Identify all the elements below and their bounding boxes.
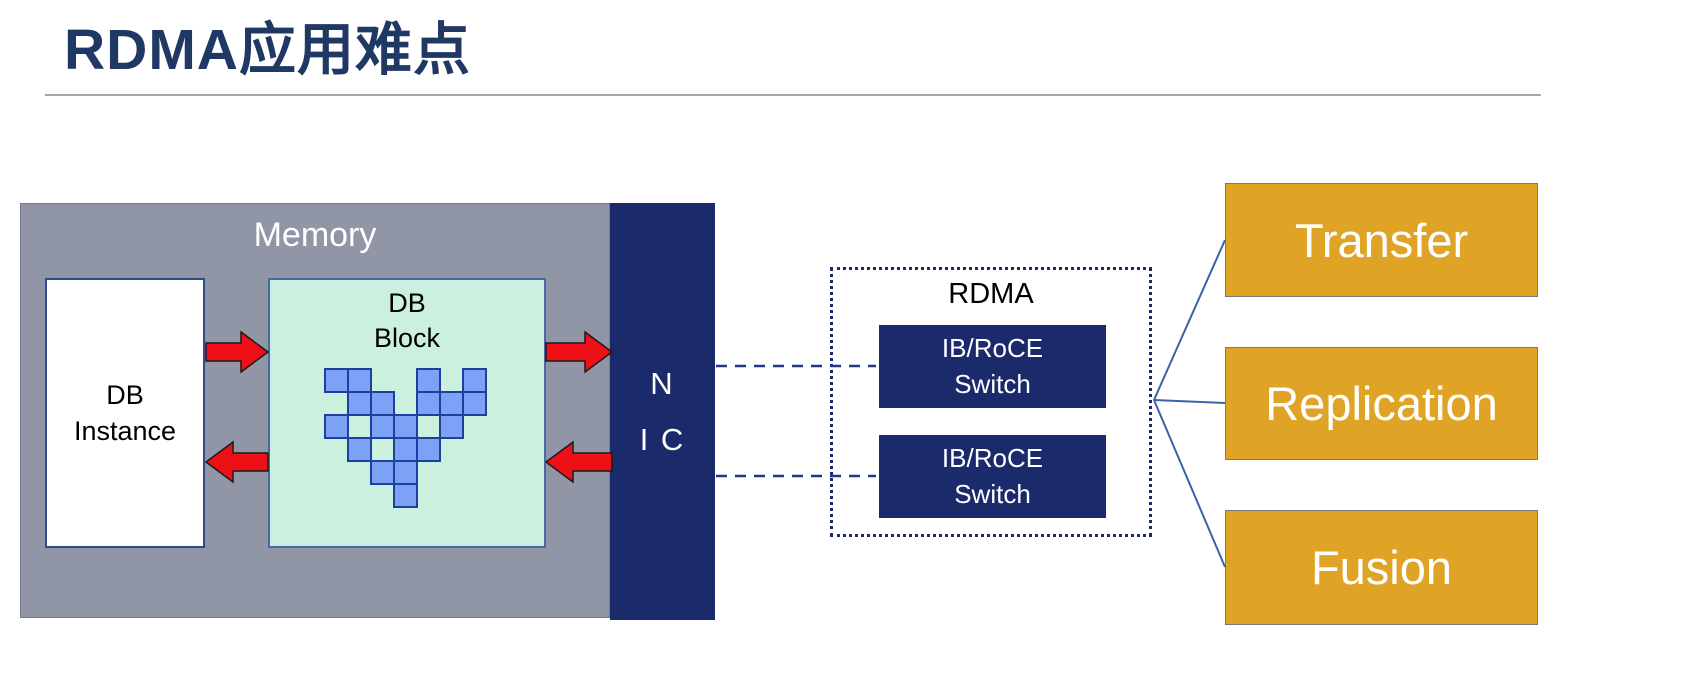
- db-block-square: [347, 437, 372, 462]
- db-block-square: [416, 437, 441, 462]
- db-block-square: [393, 460, 418, 485]
- output-replication: Replication: [1225, 347, 1538, 460]
- output-fusion: Fusion: [1225, 510, 1538, 625]
- output-transfer: Transfer: [1225, 183, 1538, 297]
- db-block-square: [324, 368, 349, 393]
- nic-label-line2: I C: [639, 421, 686, 457]
- db-block-square: [393, 483, 418, 508]
- memory-label: Memory: [253, 216, 377, 254]
- rdma-label: RDMA: [948, 278, 1034, 310]
- db-block-square: [324, 414, 349, 439]
- db-block-square: [370, 391, 395, 416]
- ib-roce-switch-2: IB/RoCE Switch: [879, 435, 1106, 518]
- db-block-square: [370, 460, 395, 485]
- db-block-label: DB Block: [373, 288, 441, 354]
- db-block-square: [439, 391, 464, 416]
- title-divider: [45, 94, 1541, 96]
- db-block-pattern: [324, 368, 489, 510]
- db-block-square: [462, 368, 487, 393]
- fan-line-transfer: [1153, 239, 1226, 401]
- page-title: RDMA应用难点: [64, 18, 471, 82]
- db-instance-box: DB Instance: [45, 278, 205, 548]
- db-block-square: [347, 391, 372, 416]
- rdma-group-box: RDMA IB/RoCE Switch IB/RoCE Switch: [830, 267, 1152, 537]
- fan-line-replication: [1153, 399, 1226, 404]
- db-block-square: [416, 391, 441, 416]
- db-block-square: [393, 414, 418, 439]
- nic-label-line1: N: [650, 365, 675, 401]
- db-block-box: DB Block: [268, 278, 546, 548]
- db-block-square: [416, 368, 441, 393]
- db-block-square: [347, 368, 372, 393]
- fan-line-fusion: [1153, 399, 1226, 568]
- db-block-square: [462, 391, 487, 416]
- nic-box: N I C: [610, 203, 715, 620]
- db-block-square: [439, 414, 464, 439]
- db-instance-label: DB Instance: [73, 379, 177, 446]
- db-block-square: [370, 414, 395, 439]
- ib-roce-switch-1: IB/RoCE Switch: [879, 325, 1106, 408]
- db-block-square: [393, 437, 418, 462]
